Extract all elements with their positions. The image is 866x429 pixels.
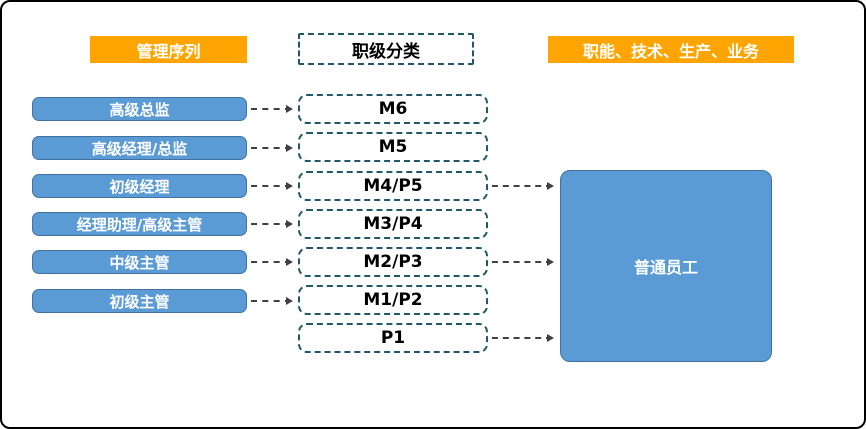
management-level-box: 高级总监 — [32, 97, 247, 121]
arrow-mgmt-to-grade-icon — [251, 297, 293, 305]
management-level-box: 初级经理 — [32, 174, 247, 198]
management-level-box: 初级主管 — [32, 289, 247, 313]
arrow-mgmt-to-grade-icon — [251, 258, 293, 266]
grade-box: M2/P3 — [298, 247, 488, 277]
management-level-box: 高级经理/总监 — [32, 136, 247, 160]
management-level-box: 中级主管 — [32, 250, 247, 274]
arrow-mgmt-to-grade-icon — [251, 220, 293, 228]
grade-box: M6 — [298, 94, 488, 124]
header-grade-classification: 职级分类 — [298, 33, 474, 65]
grade-box: P1 — [298, 323, 488, 353]
header-management-sequence: 管理序列 — [90, 36, 247, 63]
grade-box: M5 — [298, 132, 488, 162]
employee-box: 普通员工 — [560, 170, 772, 362]
arrow-grade-to-employee-icon — [492, 258, 554, 266]
arrow-grade-to-employee-icon — [492, 182, 554, 190]
header-tracks: 职能、技术、生产、业务 — [548, 36, 794, 63]
grade-box: M3/P4 — [298, 209, 488, 239]
grade-box: M4/P5 — [298, 171, 488, 201]
arrow-grade-to-employee-icon — [492, 334, 554, 342]
management-level-box: 经理助理/高级主管 — [32, 212, 247, 236]
grade-box: M1/P2 — [298, 285, 488, 315]
arrow-mgmt-to-grade-icon — [251, 105, 293, 113]
arrow-mgmt-to-grade-icon — [251, 144, 293, 152]
arrow-mgmt-to-grade-icon — [251, 182, 293, 190]
